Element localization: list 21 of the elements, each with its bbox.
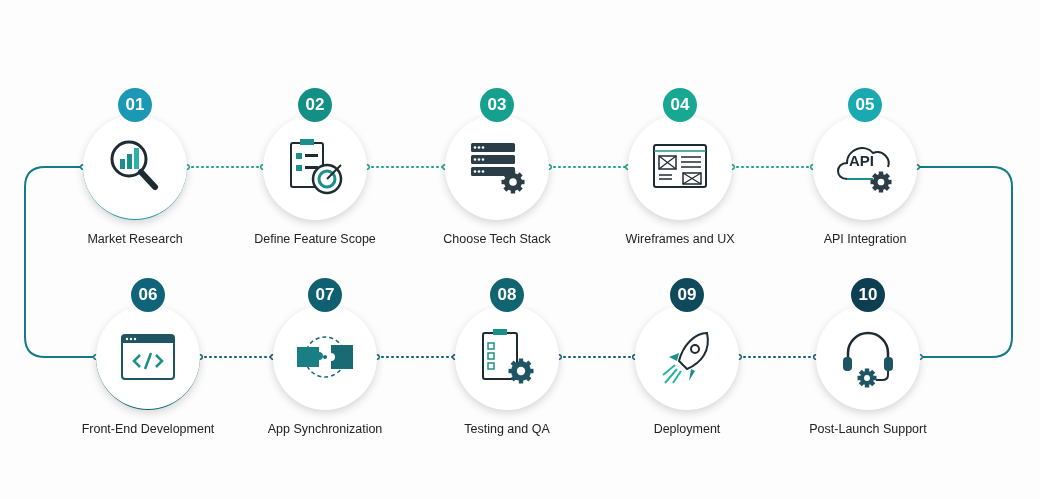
step-number: 02 — [298, 88, 332, 122]
step-label: App Synchronization — [266, 422, 384, 436]
step-label: Define Feature Scope — [253, 232, 377, 246]
step-number: 04 — [663, 88, 697, 122]
step-number: 09 — [670, 278, 704, 312]
step-label: Market Research — [86, 232, 184, 246]
step-number: 01 — [118, 88, 152, 122]
step-label: Deployment — [652, 422, 722, 436]
step-label: Choose Tech Stack — [442, 232, 552, 246]
step-number: 03 — [480, 88, 514, 122]
step-number: 08 — [490, 278, 524, 312]
step-label: Post-Launch Support — [808, 422, 928, 436]
step-number: 06 — [131, 278, 165, 312]
step-label: API Integration — [822, 232, 908, 246]
step-number: 07 — [308, 278, 342, 312]
step-number: 10 — [851, 278, 885, 312]
step-label: Wireframes and UX — [624, 232, 736, 246]
step-label: Front-End Development — [80, 422, 216, 436]
step-number: 05 — [848, 88, 882, 122]
step-label: Testing and QA — [463, 422, 551, 436]
icon-text: API — [849, 152, 874, 169]
